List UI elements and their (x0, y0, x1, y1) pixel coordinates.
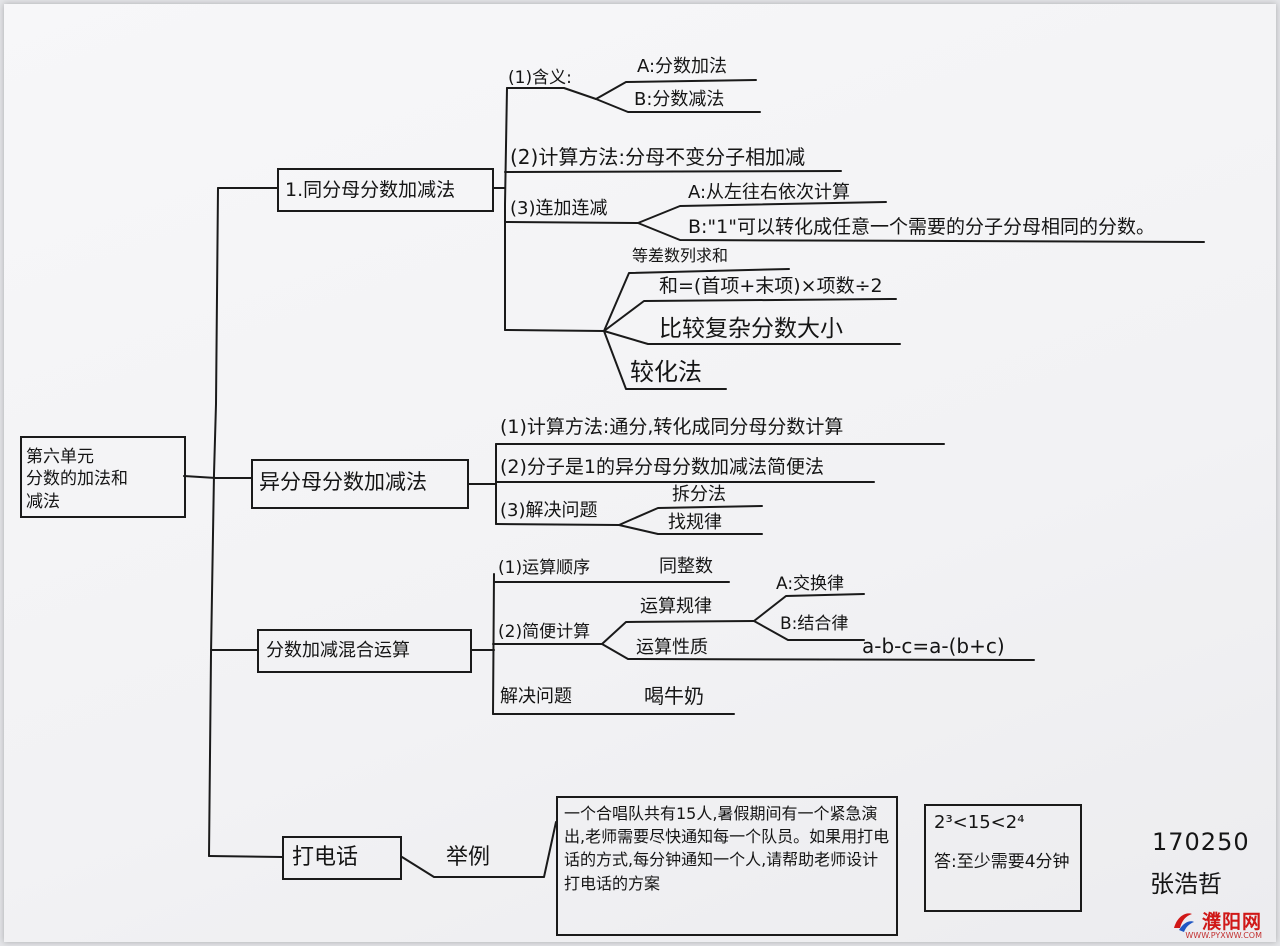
b3-law-a: A:交换律 (776, 574, 845, 594)
b4-title: 打电话 (292, 845, 359, 870)
b1-ext-2: 和=(首项+末项)×项数÷2 (659, 275, 883, 297)
b1-meaning-b: B:分数减法 (634, 89, 725, 110)
b4-answer-box (924, 804, 1082, 912)
watermark-text: 濮阳网 (1201, 911, 1262, 933)
root-line-1: 第六单元 (26, 447, 94, 467)
b3-law-b: B:结合律 (780, 614, 849, 634)
root-node (20, 436, 186, 518)
b1-ext-1: 等差数列求和 (632, 246, 729, 265)
b1-cont-a: A:从左往右依次计算 (688, 182, 851, 203)
b3-simple: (2)简便计算 (498, 622, 591, 642)
b2-solve-a: 拆分法 (672, 484, 726, 505)
b1-cont-b: B:"1"可以转化成任意一个需要的分子分母相同的分数。 (688, 216, 1156, 238)
b3-order-a: 同整数 (659, 556, 713, 577)
paper-sheet: 第六单元 分数的加法和 减法 1.同分母分数加减法 (1)含义: A:分数加法 … (4, 4, 1276, 942)
watermark-logo-icon (1173, 912, 1194, 932)
b3-prop: 运算性质 (636, 637, 708, 658)
b2-title-box (251, 459, 469, 509)
b3-title-box (257, 629, 472, 673)
b1-method: (2)计算方法:分母不变分子相加减 (510, 145, 806, 169)
b4-answer-2: 答:至少需要4分钟 (934, 852, 1070, 872)
b2-solve-b: 找规律 (668, 512, 722, 533)
watermark-url: WWW.PYXWW.COM (1185, 931, 1262, 940)
b1-meaning: (1)含义: (508, 68, 572, 88)
b4-problem-box (556, 796, 898, 936)
signature-id: 170250 (1152, 828, 1250, 856)
root-line-3: 减法 (26, 492, 60, 512)
b1-ext-4: 较化法 (630, 358, 702, 386)
b2-title: 异分母分数加减法 (259, 470, 427, 494)
b3-solve: 解决问题 (500, 686, 572, 707)
b4-answer-1: 2³<15<2⁴ (934, 812, 1025, 833)
b4-title-box (282, 836, 402, 880)
b3-prop-formula: a-b-c=a-(b+c) (862, 634, 1005, 658)
connector-lines (183, 79, 1205, 878)
b1-ext-3: 比较复杂分数大小 (659, 316, 843, 342)
b4-example: 举例 (446, 845, 491, 870)
b3-solve-a: 喝牛奶 (644, 684, 704, 708)
b3-title: 分数加减混合运算 (266, 640, 410, 661)
b3-order: (1)运算顺序 (498, 558, 591, 578)
b2-solve: (3)解决问题 (500, 500, 598, 521)
b2-method: (1)计算方法:通分,转化成同分母分数计算 (500, 416, 844, 438)
watermark: 濮阳网 (1170, 907, 1262, 934)
b1-meaning-a: A:分数加法 (637, 56, 728, 77)
b1-title-box (277, 168, 494, 212)
b3-law: 运算规律 (640, 596, 712, 617)
b1-title: 1.同分母分数加减法 (285, 179, 456, 201)
b4-problem: 一个合唱队共有15人,暑假期间有一个紧急演出,老师需要尽快通知每一个队员。如果用… (564, 804, 890, 893)
b2-simple: (2)分子是1的异分母分数加减法简便法 (500, 456, 825, 478)
root-line-2: 分数的加法和 (26, 469, 128, 489)
signature-name: 张浩哲 (1150, 870, 1222, 898)
b1-cont: (3)连加连减 (510, 198, 608, 219)
